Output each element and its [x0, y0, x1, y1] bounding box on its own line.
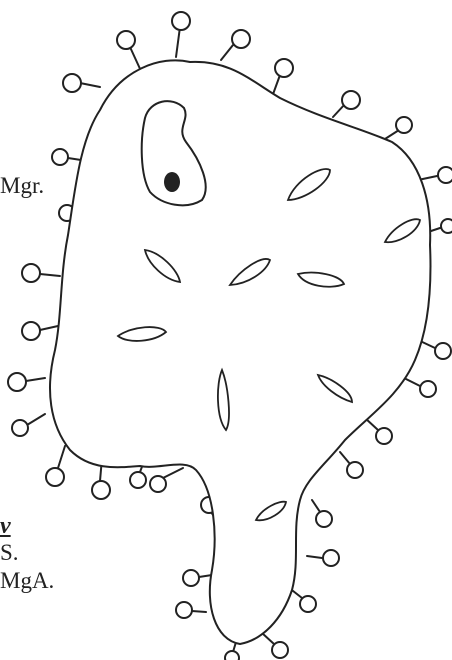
text-fragment-s: S. — [0, 541, 19, 564]
nucleus — [164, 172, 180, 192]
text-fragment-v: v — [0, 514, 11, 538]
text-fragment-mgr: Mgr. — [0, 174, 44, 197]
text-fragment-mga: MgA. — [0, 569, 54, 592]
cell-body — [50, 60, 430, 644]
